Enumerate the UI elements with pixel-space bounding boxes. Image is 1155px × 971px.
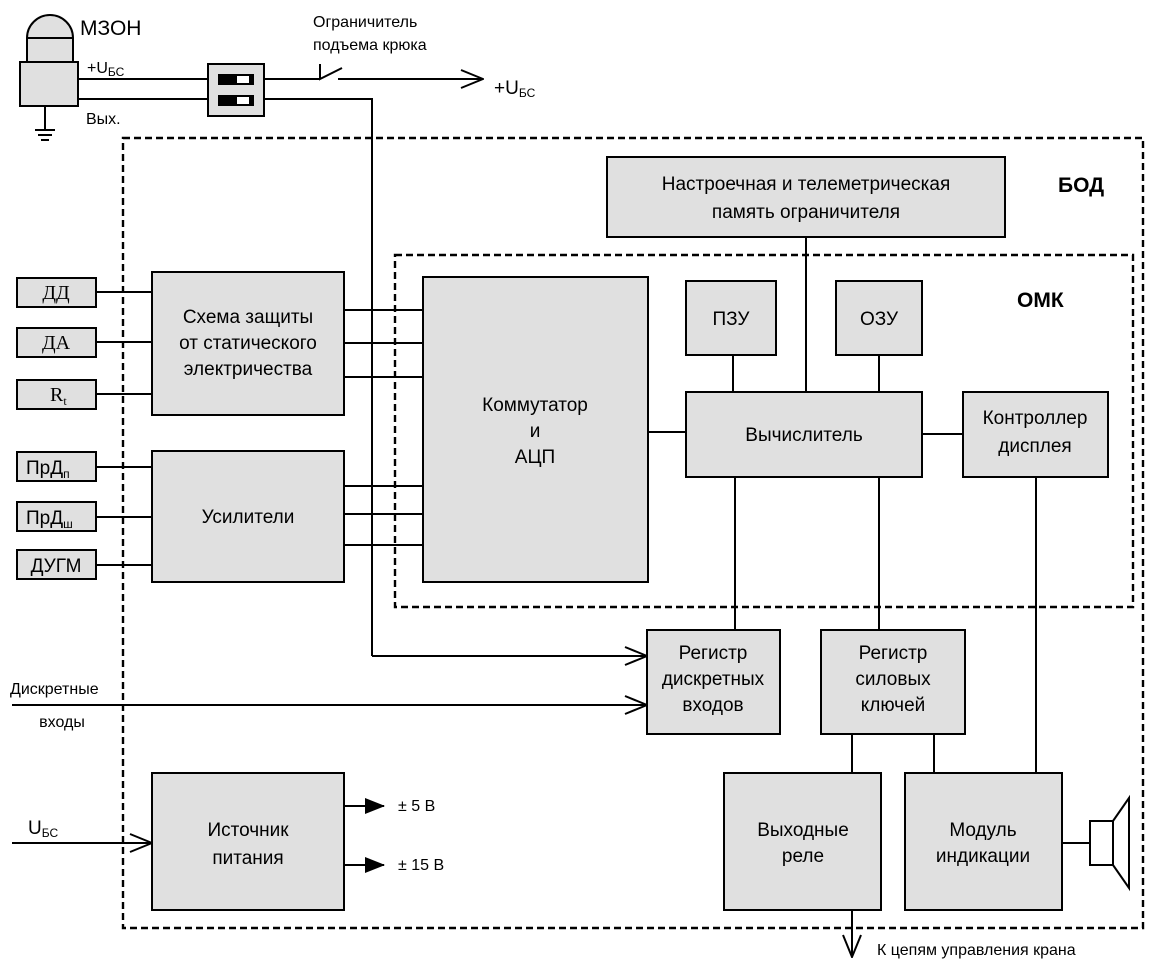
sensor-da	[16, 327, 97, 358]
calculator-block	[685, 391, 923, 478]
relays-label-2: реле	[782, 846, 824, 867]
power-register-block	[820, 629, 966, 735]
display-controller-label-1: Контроллер	[983, 408, 1088, 429]
sensor-rt-label: Rt	[50, 384, 67, 408]
connector-slot-bottom	[218, 95, 254, 106]
supply-output-label: +UБС	[494, 78, 536, 100]
crane-control-label: К цепям управления крана	[877, 942, 1076, 959]
ram-block	[835, 280, 923, 356]
commutator-adc-block	[422, 276, 649, 583]
discrete-inputs-label-1: Дискретные	[10, 681, 99, 698]
amplifiers-block	[151, 450, 345, 583]
power-register-label-1: Регистр	[859, 643, 928, 664]
omk-label: ОМК	[1017, 289, 1064, 312]
protection-label-1: Схема защиты	[183, 307, 313, 328]
discrete-register-label-3: входов	[682, 695, 743, 716]
sensor-dugm-label: ДУГМ	[31, 556, 82, 577]
limit-switch	[319, 64, 343, 81]
sensor-prd-p	[16, 451, 97, 482]
commutator-label-3: АЦП	[515, 447, 555, 468]
discrete-register-label-2: дискретных	[662, 669, 765, 690]
display-controller-label-2: дисплея	[998, 436, 1071, 457]
amplifiers-label: Усилители	[202, 507, 295, 528]
memory-block	[606, 156, 1006, 238]
discrete-inputs-label-2: входы	[39, 714, 85, 731]
bod-label: БОД	[1058, 174, 1104, 197]
mzon-label: МЗОН	[80, 17, 141, 40]
commutator-label-1: Коммутатор	[482, 395, 588, 416]
power-register-label-3: ключей	[861, 695, 926, 716]
protection-block	[151, 271, 345, 416]
mzon-base	[19, 61, 79, 107]
sensor-rt	[16, 379, 97, 410]
power-register-label-2: силовых	[855, 669, 931, 690]
sensor-dd-label: ДД	[42, 282, 70, 304]
commutator-label-2: и	[530, 421, 541, 442]
psu-label-2: питания	[212, 848, 283, 869]
omk-frame	[393, 253, 1135, 609]
v5-label: ± 5 В	[398, 798, 435, 815]
rom-block	[685, 280, 777, 356]
supply-input-label: UБС	[28, 818, 58, 840]
psu-label-1: Источник	[207, 820, 289, 841]
calculator-label: Вычислитель	[745, 425, 863, 446]
connector-block	[207, 63, 265, 117]
indication-label-1: Модуль	[949, 820, 1016, 841]
power-supply-block	[151, 772, 345, 911]
ram-label: ОЗУ	[860, 309, 899, 330]
bod-frame	[121, 136, 1145, 930]
discrete-register-block	[646, 629, 781, 735]
speaker-icon	[1089, 820, 1114, 866]
connector-slot-top	[218, 74, 254, 85]
limiter-title-1: Ограничитель	[313, 14, 417, 31]
speaker-cone	[1112, 794, 1130, 892]
memory-label-1: Настроечная и телеметрическая	[662, 174, 951, 195]
protection-label-2: от статического	[179, 333, 317, 354]
protection-label-3: электричества	[184, 359, 313, 380]
rom-label: ПЗУ	[713, 309, 751, 330]
memory-label-2: память ограничителя	[712, 202, 900, 223]
display-controller-block	[962, 391, 1109, 478]
sensor-dd	[16, 277, 97, 308]
sensor-da-label: ДА	[42, 332, 71, 354]
discrete-register-label-1: Регистр	[679, 643, 748, 664]
sensor-prd-p-label: ПрДп	[26, 458, 70, 481]
indication-label-2: индикации	[936, 846, 1030, 867]
mzon-output-label: Вых.	[86, 111, 121, 128]
limiter-title-2: подъема крюка	[313, 37, 427, 54]
mzon-supply-label: +UБС	[87, 60, 125, 79]
relays-label-1: Выходные	[757, 820, 849, 841]
v15-label: ± 15 В	[398, 857, 444, 874]
indication-module-block	[904, 772, 1063, 911]
mzon-sensor	[19, 14, 79, 141]
output-relays-block	[723, 772, 882, 911]
sensor-prd-sh	[16, 501, 97, 532]
sensor-prd-sh-label: ПрДш	[26, 508, 73, 531]
